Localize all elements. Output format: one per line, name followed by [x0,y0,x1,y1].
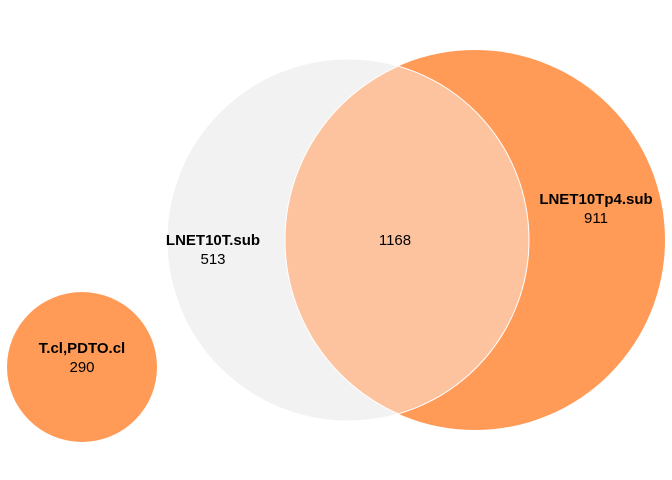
set-a-count: 513 [200,251,225,268]
set-b-outline [284,59,529,421]
set-a-outline [166,58,530,422]
set-a-name: LNET10T.sub [166,232,260,249]
set-c-circle [7,292,157,442]
overlap-ab-count: 1168 [379,232,411,249]
overlap-ab-region [285,59,529,421]
set-b-count: 911 [584,210,608,227]
set-c-name: T.cl,PDTO.cl [39,340,125,357]
set-b-name: LNET10Tp4.sub [539,191,652,208]
set-c-count: 290 [69,359,94,376]
